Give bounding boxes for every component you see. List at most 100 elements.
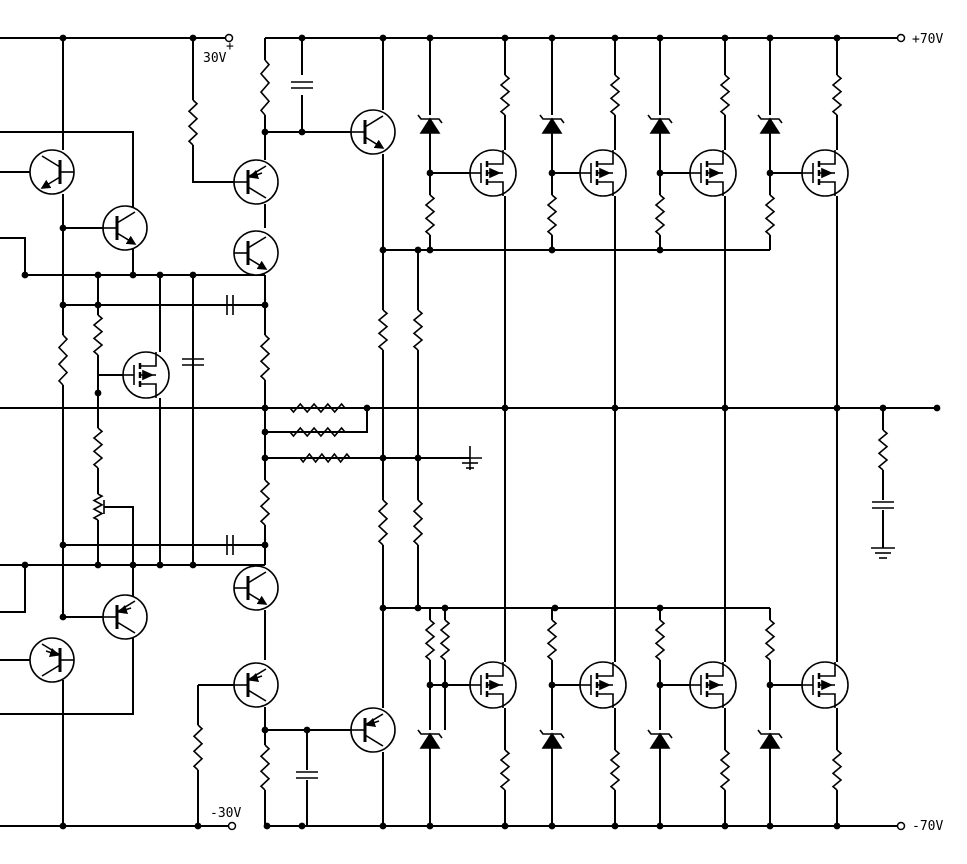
zener-diode [649, 732, 671, 749]
junction-dot [441, 604, 449, 612]
junction-dot [656, 169, 664, 177]
junction-dot [501, 34, 509, 42]
junction-dot [766, 34, 774, 42]
zener-bar [417, 729, 443, 739]
wires [0, 37, 937, 827]
junction-dot [298, 128, 306, 136]
junction-dot [548, 169, 556, 177]
terminal [224, 33, 234, 43]
junction-dot [59, 541, 67, 549]
junction-dots [21, 34, 941, 830]
resistor [92, 493, 104, 521]
components [29, 33, 906, 831]
resistor [877, 429, 889, 471]
junction-dot [656, 822, 664, 830]
junction-dot [611, 34, 619, 42]
junction-dot [833, 34, 841, 42]
zener-diode [649, 117, 671, 134]
resistor [259, 479, 271, 526]
junction-dot [414, 454, 422, 462]
junction-dot [156, 561, 164, 569]
transistor-collector [247, 689, 267, 702]
resistor [92, 427, 104, 469]
junction-dot [379, 34, 387, 42]
resistor [719, 749, 731, 791]
transistor-collector [41, 664, 61, 677]
junction-dot [501, 822, 509, 830]
junction-dot [129, 271, 137, 279]
junction-dot [426, 822, 434, 830]
zener-bar [647, 729, 673, 739]
wire [0, 131, 134, 210]
mosfet-drain [597, 662, 614, 677]
wire [104, 506, 134, 565]
mosfet-source [140, 383, 157, 398]
junction-dot [59, 822, 67, 830]
junction-dot [156, 271, 164, 279]
resistor [609, 749, 621, 791]
resistor [299, 452, 351, 464]
terminal [227, 821, 237, 831]
junction-dot [548, 34, 556, 42]
resistor [654, 619, 666, 661]
mosfet-drain [707, 150, 724, 165]
mosfet-source [487, 693, 504, 708]
transistor-emitter [364, 136, 385, 149]
junction-dot [194, 822, 202, 830]
transistor-emitter [247, 257, 268, 270]
mosfet-source [597, 693, 614, 708]
supply-30v-label: 30V [203, 51, 227, 66]
zener-diode [541, 732, 563, 749]
junction-dot [94, 301, 102, 309]
resistor [289, 402, 346, 414]
junction-dot [59, 34, 67, 42]
resistor [92, 314, 104, 356]
junction-dot [189, 561, 197, 569]
transistor-collector [247, 186, 267, 199]
mosfet-drain [819, 150, 836, 165]
resistor [546, 194, 558, 236]
wire [62, 194, 103, 229]
junction-dot [766, 169, 774, 177]
resistor [259, 334, 271, 381]
supply-plus-sign: + [226, 39, 234, 54]
resistor [259, 59, 271, 116]
transistor-emitter [116, 232, 137, 245]
zener-bar [417, 114, 443, 124]
junction-dot [933, 404, 941, 412]
resistor [377, 499, 389, 546]
zener-diode [541, 117, 563, 134]
resistor [192, 724, 204, 771]
junction-dot [263, 822, 271, 830]
resistor [412, 309, 424, 351]
wire [0, 237, 265, 276]
junction-dot [833, 822, 841, 830]
junction-dot [261, 454, 269, 462]
junction-dot [721, 404, 729, 412]
resistor [499, 749, 511, 791]
transistor-collector [247, 236, 267, 249]
wire [62, 228, 265, 306]
junction-dot [426, 681, 434, 689]
junction-dot [261, 428, 269, 436]
resistor [289, 426, 346, 438]
junction-dot [298, 822, 306, 830]
junction-dot [766, 822, 774, 830]
junction-dot [379, 246, 387, 254]
junction-dot [656, 681, 664, 689]
junction-dot [59, 613, 67, 621]
transistor-collector [364, 115, 384, 128]
junction-dot [59, 224, 67, 232]
zener-diode [759, 732, 781, 749]
junction-dot [21, 271, 29, 279]
junction-dot [833, 404, 841, 412]
junction-dot [414, 246, 422, 254]
junction-dot [94, 389, 102, 397]
zener-bar [757, 729, 783, 739]
zener-diode [419, 117, 441, 134]
junction-dot [261, 128, 269, 136]
resistor [424, 619, 436, 661]
zener-bar [539, 114, 565, 124]
resistor [499, 74, 511, 116]
